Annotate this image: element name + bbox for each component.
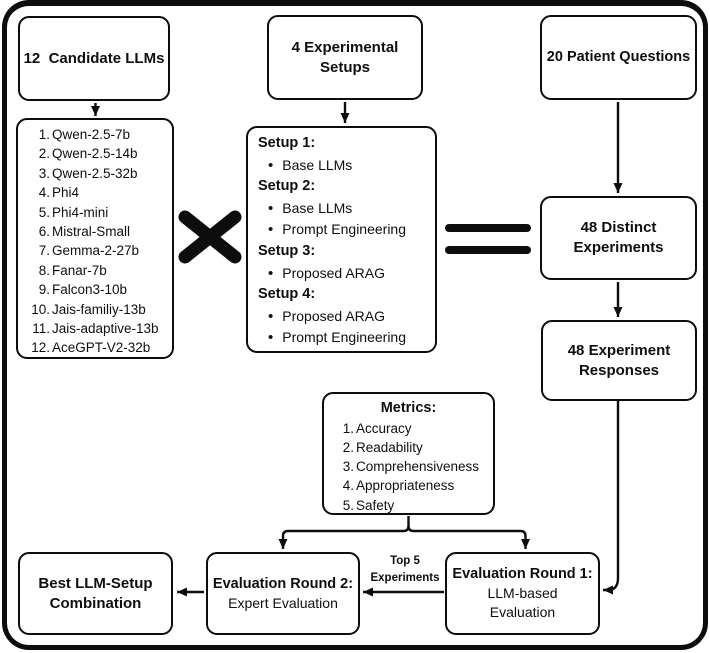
experiment-responses-line2: Responses [578,361,660,379]
experiment-responses-box: 48 Experiment Responses [541,320,697,401]
top5-label-line2: Experiments [370,571,440,584]
setup-1-heading: Setup 1: [258,135,316,151]
llm-list-item: 4.Phi4 [38,185,80,201]
llm-list-box: 1.Qwen-2.5-7b 2.Qwen-2.5-14b 3.Qwen-2.5-… [16,118,174,359]
llm-list-item: 2.Qwen-2.5-14b [38,146,138,162]
metrics-item: 5.Safety [342,497,395,513]
setup-4-bullet: Prompt Engineering [258,327,431,349]
experiment-responses-line1: 48 Experiment [567,341,671,359]
setup-2-bullet: Prompt Engineering [258,219,431,241]
experimental-setups-title-line1: 4 Experimental [291,38,399,56]
best-combination-line2: Combination [49,594,142,612]
metrics-item: 2.Readability [342,439,423,455]
experimental-setups-box: 4 Experimental Setups [267,15,423,100]
setup-2-bullet: Base LLMs [258,198,431,220]
setup-3-bullet: Proposed ARAG [258,263,431,285]
eval-round-1-line2: LLM-based [487,585,558,601]
llm-list-item: 3.Qwen-2.5-32b [38,165,138,181]
metrics-box: Metrics: 1.Accuracy 2.Readability 3.Comp… [322,392,495,515]
metrics-item: 1.Accuracy [342,420,412,436]
setup-details-box: Setup 1: Base LLMs Setup 2: Base LLMs Pr… [246,126,437,353]
setup-4-heading: Setup 4: [258,286,316,303]
metrics-title: Metrics: [380,400,437,416]
top5-label-line1: Top 5 [390,555,420,567]
patient-questions-title: 20 Patient Questions [546,49,691,65]
setup-1-bullet: Base LLMs [258,155,431,177]
eval-round-1-line3: Evaluation [489,604,556,620]
eval-round-2-line2: Expert Evaluation [228,594,338,611]
eval-round-2-title: Evaluation Round 2: [212,575,354,592]
llm-list-item: 11.Jais-adaptive-13b [32,321,159,337]
setup-3-heading: Setup 3: [258,242,316,259]
llm-list-item: 9.Falcon3-10b [38,282,128,298]
llm-list-item: 7.Gemma-2-27b [38,243,140,259]
eval-round-2-box: Evaluation Round 2: Expert Evaluation [206,552,360,635]
distinct-experiments-line1: 48 Distinct [580,219,657,236]
llm-list-item: 12.AceGPT-V2-32b [31,340,151,356]
patient-questions-box: 20 Patient Questions [540,15,697,100]
llm-list-item: 8.Fanar-7b [38,262,107,278]
best-combination-line1: Best LLM-Setup [38,574,153,592]
llm-list-item: 5.Phi4-mini [38,204,109,220]
setup-4-bullet: Proposed ARAG [258,306,431,328]
distinct-experiments-box: 48 Distinct Experiments [540,196,697,280]
candidate-llms-title: 12 Candidate LLMs [23,49,165,67]
candidate-llms-box: 12 Candidate LLMs [18,16,170,101]
llm-list-item: 10.Jais-familiy-13b [31,301,146,317]
metrics-item: 3.Comprehensiveness [342,459,480,475]
eval-round-1-box: Evaluation Round 1: LLM-based Evaluation [445,552,600,635]
eval-round-1-title: Evaluation Round 1: [452,566,593,582]
distinct-experiments-line2: Experiments [573,239,664,256]
llm-list-item: 6.Mistral-Small [38,224,131,240]
experimental-setups-title-line2: Setups [319,58,370,76]
llm-list-item: 1.Qwen-2.5-7b [38,127,131,142]
metrics-item: 4.Appropriateness [342,478,455,494]
setup-2-heading: Setup 2: [258,178,316,195]
best-combination-box: Best LLM-Setup Combination [18,552,173,635]
top5-experiments-label: Top 5 Experiments [366,553,444,586]
